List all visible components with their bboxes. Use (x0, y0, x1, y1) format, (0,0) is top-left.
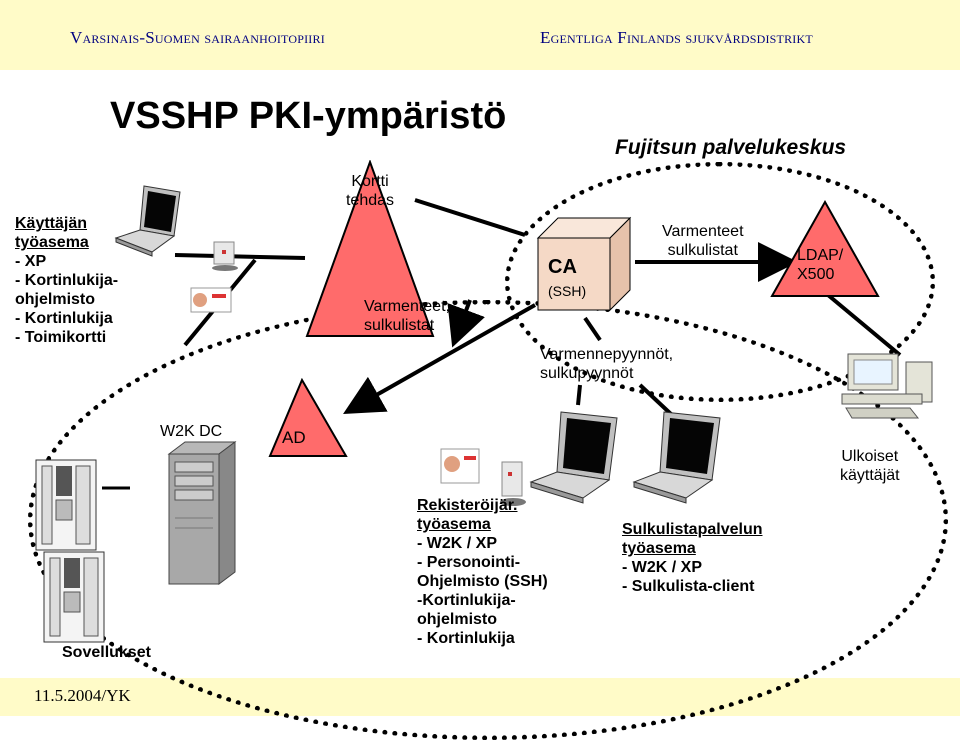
registrar-ws-line-4: -Kortinlukija- (417, 592, 516, 609)
page-title: VSSHP PKI-ympäristö (110, 95, 507, 137)
factory-line-1: Kortti (351, 173, 389, 190)
revocation-ws-line-2: - Sulkulista-client (622, 578, 755, 595)
user-ws-line-4: - Kortinlukija (15, 310, 113, 327)
connection-lines (102, 198, 902, 490)
laptop-icon (529, 411, 618, 504)
w2k-dc-label: W2K DC (160, 423, 223, 440)
user-ws-line-2: - Kortinlukija- (15, 272, 119, 289)
ca-box (536, 216, 632, 312)
line-requests-revocation (638, 383, 674, 417)
line-factory-to-ca (414, 198, 526, 237)
user-ws-line-5: - Toimikortti (15, 329, 107, 346)
registrar-ws-line-2: - Personointi- (417, 554, 521, 571)
revocation-ws-line-1: - W2K / XP (622, 559, 703, 576)
registrar-ws-line-3: Ohjelmisto (SSH) (417, 573, 548, 590)
ca-lists-line-2: sulkulistat (667, 242, 738, 259)
ca-sub: (SSH) (548, 283, 587, 299)
applications-label: Sovellukset (62, 644, 151, 661)
header-left-text: Varsinais-Suomen sairaanhoitopiiri (70, 28, 325, 47)
registrar-ws-line-6: - Kortinlukija (417, 630, 515, 647)
header-right-text: Egentliga Finlands sjukvårdsdistrikt (540, 28, 813, 47)
user-ws-line-1: - XP (15, 253, 47, 270)
card-reader-icon (500, 461, 526, 506)
ldap-label: LDAP/ X500 (797, 246, 843, 284)
ca-requests-line-2: sulkupyynnöt (540, 365, 634, 382)
factory-lists-label: Varmenteet, sulkulistat (364, 297, 450, 335)
fujitsu-label: Fujitsun palvelukeskus (615, 136, 847, 159)
registrar-ws-line-5: ohjelmisto (417, 611, 498, 628)
external-users-line-1: Ulkoiset (841, 448, 899, 465)
registrar-ws-text: Rekisteröijär. työasema - W2K / XP - Per… (417, 496, 548, 648)
user-ws-title-2: työasema (15, 234, 89, 251)
ca-title: CA (548, 256, 577, 278)
ad-triangle (268, 378, 348, 457)
external-users-line-2: käyttäjät (840, 467, 900, 484)
external-users-label: Ulkoiset käyttäjät (840, 447, 900, 485)
user-ws-text: Käyttäjän työasema - XP - Kortinlukija - … (15, 214, 118, 347)
ca-lists-label: Varmenteet sulkulistat (662, 222, 744, 260)
registrar-ws-title-2: työasema (417, 516, 491, 533)
footer-date: 11.5.2004/YK (34, 686, 131, 705)
ldap-line-2: X500 (797, 266, 835, 283)
laptop-icon (632, 411, 721, 504)
rack-server-icon (35, 459, 97, 551)
card-reader-icon (212, 241, 238, 271)
factory-line-2: tehdas (345, 192, 395, 209)
line-requests-registrar (576, 384, 582, 406)
factory-lists-line-2: sulkulistat (364, 317, 435, 334)
smart-card-icon (440, 448, 480, 484)
ca-lists-line-1: Varmenteet (662, 223, 744, 240)
user-ws-line-3: ohjelmisto (15, 291, 96, 308)
laptop-icon (114, 185, 181, 257)
factory-label: Kortti tehdas (340, 172, 400, 210)
registrar-ws-line-1: - W2K / XP (417, 535, 498, 552)
rack-server-icon (43, 551, 105, 643)
card-factory-triangle (305, 160, 435, 337)
ca-requests-label: Varmennepyynnöt, sulkupyynnöt (540, 345, 673, 383)
ca-requests-line-1: Varmennepyynnöt, (540, 346, 674, 363)
line-card-to-factory (174, 253, 306, 260)
line-ca-down (583, 316, 602, 342)
registrar-ws-title-1: Rekisteröijär. (417, 497, 518, 514)
revocation-ws-text: Sulkulistapalvelun työasema - W2K / XP -… (622, 520, 762, 596)
revocation-ws-title-2: työasema (622, 540, 696, 557)
factory-lists-line-1: Varmenteet, (364, 298, 450, 315)
ad-label: AD (282, 428, 306, 447)
header-banner (0, 0, 960, 70)
ldap-line-1: LDAP/ (797, 247, 844, 264)
line-ldap-to-external (826, 293, 902, 357)
arrow-ca-to-factory (447, 299, 485, 348)
revocation-ws-title-1: Sulkulistapalvelun (622, 521, 763, 538)
smart-card-icon (190, 287, 232, 313)
user-ws-title-1: Käyttäjän (15, 215, 88, 232)
arrow-ca-to-ad (343, 303, 536, 414)
desktop-icon (841, 353, 933, 419)
ldap-triangle (770, 200, 880, 297)
server-tower-icon (167, 441, 237, 585)
